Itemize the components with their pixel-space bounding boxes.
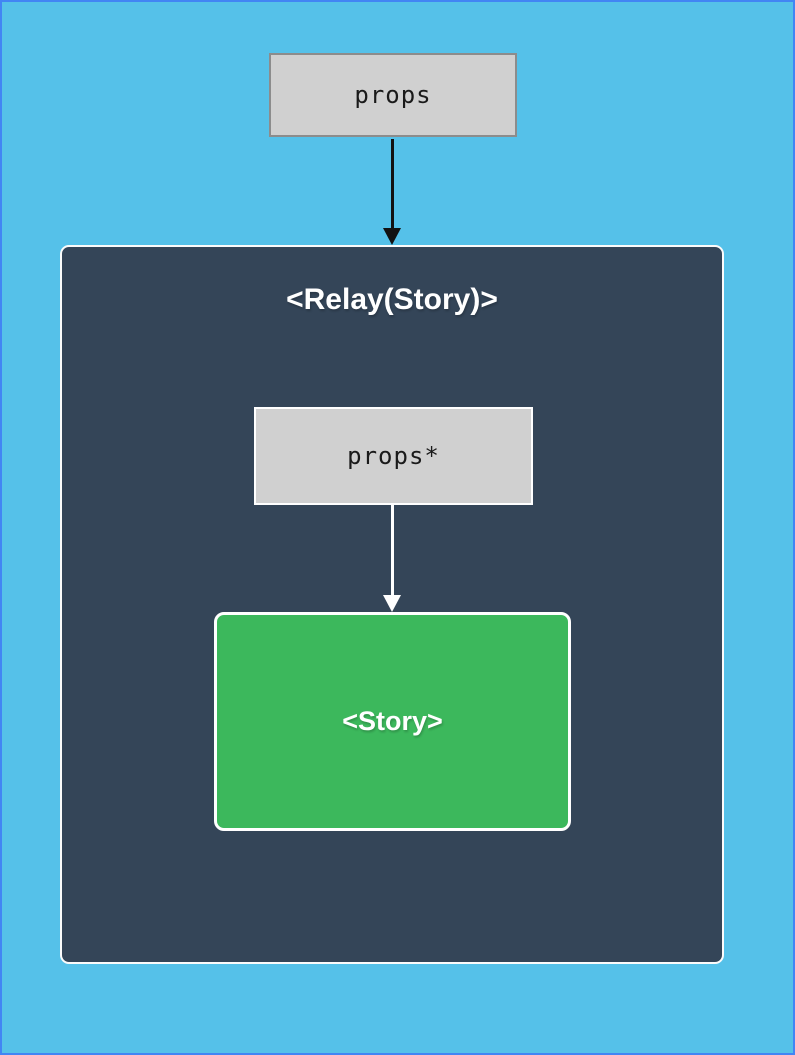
props-star-box-label: props* [347,442,440,470]
props-box-label: props [354,81,432,109]
arrow-props-to-relay [379,139,405,245]
arrow-props-star-to-story [379,505,405,612]
story-box-label: <Story> [342,706,443,736]
arrow-shaft [390,505,394,595]
props-star-box: props* [254,407,533,505]
relay-container: <Relay(Story)> props* <Story> [60,245,724,964]
arrow-head-icon [383,228,401,245]
relay-container-title: <Relay(Story)> [286,283,498,316]
arrow-shaft [390,139,394,228]
props-box: props [269,53,517,137]
story-box: <Story> [214,612,571,831]
arrow-head-icon [383,595,401,612]
